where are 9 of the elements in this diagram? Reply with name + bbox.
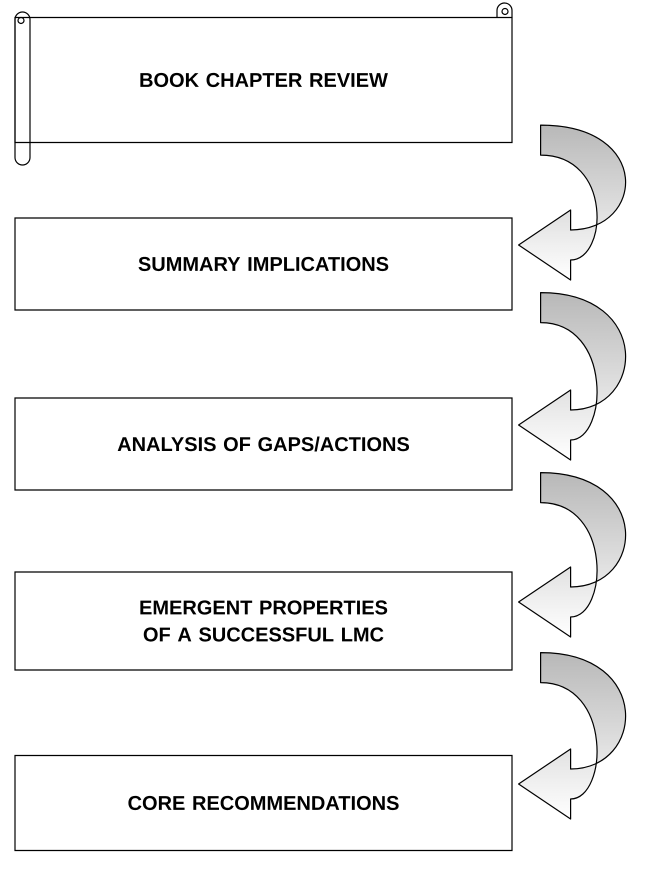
process-box: CORE RECOMMENDATIONS [14,754,513,852]
process-box: EMERGENT PROPERTIES OF A SUCCESSFUL LMC [14,571,513,671]
curved-arrow [518,292,626,461]
process-box: SUMMARY IMPLICATIONS [14,217,513,311]
scroll-banner: BOOK CHAPTER REVIEW [14,2,513,166]
curved-arrow [518,652,626,820]
curved-arrow [518,124,626,281]
curved-arrow [518,472,626,638]
process-box: ANALYSIS OF GAPS/ACTIONS [14,397,513,491]
